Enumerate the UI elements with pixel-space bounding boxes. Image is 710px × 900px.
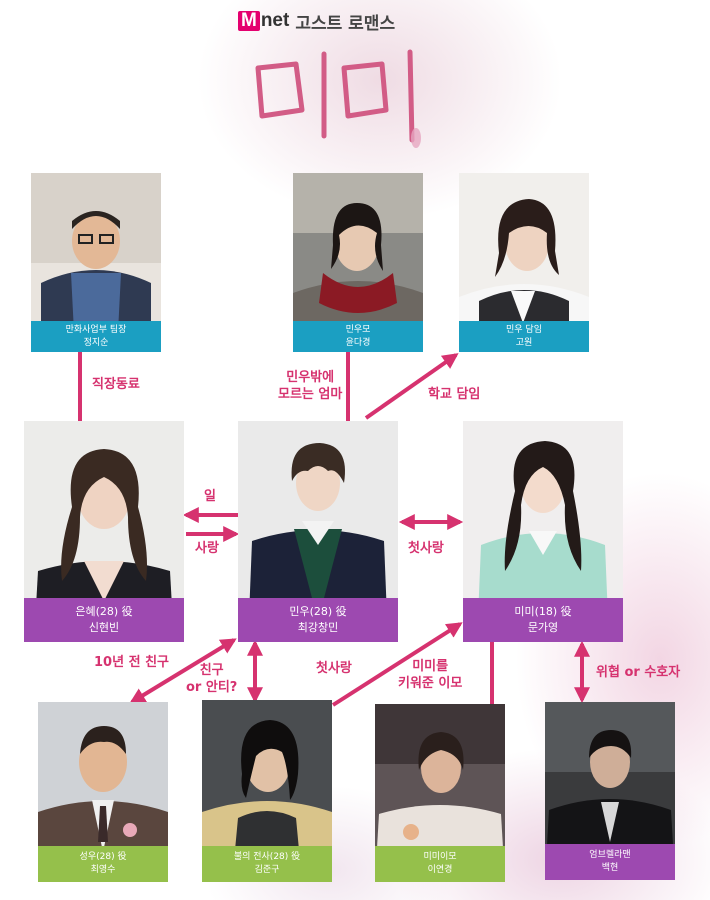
label-eunhye: 은혜(28) 役 신현빈 xyxy=(24,598,184,642)
label-yundagyeong: 민우모 윤다경 xyxy=(293,321,423,352)
arrow-junggu-mimi xyxy=(331,622,463,707)
relation-coworker: 직장동료 xyxy=(92,377,140,392)
card-imo: 미미이모 이연경 xyxy=(375,704,505,882)
mnet-logo-mark: M xyxy=(238,11,260,31)
relation-friend-anti-line1: 친구 xyxy=(199,663,224,678)
label-imo: 미미이모 이연경 xyxy=(375,846,505,882)
name-junggu: 김준구 xyxy=(254,865,280,875)
card-yundagyeong: 민우모 윤다경 xyxy=(293,173,423,352)
relation-love: 사랑 xyxy=(195,541,219,556)
relation-friend-10y: 10년 전 친구 xyxy=(94,655,169,670)
name-sungwoo: 최영수 xyxy=(90,865,116,875)
title-art: 미미 xyxy=(255,49,421,148)
role-imo: 미미이모 xyxy=(423,852,457,862)
relation-work: 일 xyxy=(204,489,216,504)
arrow-homeroom xyxy=(364,353,459,420)
role-jisoon: 만화사업부 팀장 xyxy=(65,324,127,335)
relation-mother-line1: 민우밖에 xyxy=(286,370,335,385)
label-junggu: 불의 전사(28) 役 김준구 xyxy=(202,846,332,882)
name-jisoon: 정지순 xyxy=(83,337,109,348)
name-yundagyeong: 윤다경 xyxy=(345,337,371,348)
role-yundagyeong: 민우모 xyxy=(345,324,371,335)
card-junggu: 불의 전사(28) 役 김준구 xyxy=(202,700,332,882)
header-subtitle: 고스트 로맨스 xyxy=(295,13,396,34)
name-imo: 이연경 xyxy=(427,865,453,875)
label-jisoon: 만화사업부 팀장 정지순 xyxy=(31,321,161,352)
card-gowon: 민우 담임 고원 xyxy=(459,173,589,352)
card-mimi: 미미(18) 役 문가영 xyxy=(463,421,623,642)
label-sungwoo: 성우(28) 役 최영수 xyxy=(38,846,168,882)
photo-yundagyeong xyxy=(293,173,423,352)
role-eunhye: 은혜(28) 役 xyxy=(75,605,133,618)
relation-aunt-line2: 키워준 이모 xyxy=(398,676,463,691)
relation-friend-anti: 친구 or 안티? xyxy=(186,662,237,696)
relation-first-love-junggu: 첫사랑 xyxy=(316,661,352,676)
relation-threat: 위협 or 수호자 xyxy=(596,665,681,680)
label-minwoo: 민우(28) 役 최강창민 xyxy=(238,598,398,642)
relation-friend-anti-line2: or 안티? xyxy=(186,680,238,695)
name-eunhye: 신현빈 xyxy=(88,621,120,634)
name-mimi: 문가영 xyxy=(527,621,559,634)
relation-homeroom: 학교 담임 xyxy=(428,387,481,402)
role-mimi: 미미(18) 役 xyxy=(514,605,572,618)
role-junggu: 불의 전사(28) 役 xyxy=(233,852,301,862)
relation-aunt: 미미를 키워준 이모 xyxy=(398,658,462,692)
relation-aunt-line1: 미미를 xyxy=(412,659,449,674)
role-umbrella: 엄브렐라맨 xyxy=(589,850,631,860)
arrow-friend-10y xyxy=(129,638,237,704)
relation-first-love-mimi: 첫사랑 xyxy=(408,541,444,556)
label-gowon: 민우 담임 고원 xyxy=(459,321,589,352)
role-gowon: 민우 담임 xyxy=(506,324,542,335)
card-umbrella: 엄브렐라맨 백현 xyxy=(545,702,675,880)
name-umbrella: 백현 xyxy=(601,863,619,873)
role-minwoo: 민우(28) 役 xyxy=(289,605,347,618)
role-sungwoo: 성우(28) 役 xyxy=(79,852,127,862)
label-umbrella: 엄브렐라맨 백현 xyxy=(545,844,675,880)
relation-mother-line2: 모르는 엄마 xyxy=(278,387,343,402)
label-mimi: 미미(18) 役 문가영 xyxy=(463,598,623,642)
mnet-logo-text: net xyxy=(260,10,290,31)
card-sungwoo: 성우(28) 役 최영수 xyxy=(38,702,168,882)
name-gowon: 고원 xyxy=(515,337,533,348)
card-eunhye: 은혜(28) 役 신현빈 xyxy=(24,421,184,642)
card-jisoon: 만화사업부 팀장 정지순 xyxy=(31,173,161,352)
card-minwoo: 민우(28) 役 최강창민 xyxy=(238,421,398,642)
relation-mother: 민우밖에 모르는 엄마 xyxy=(278,369,342,403)
name-minwoo: 최강창민 xyxy=(297,621,339,634)
